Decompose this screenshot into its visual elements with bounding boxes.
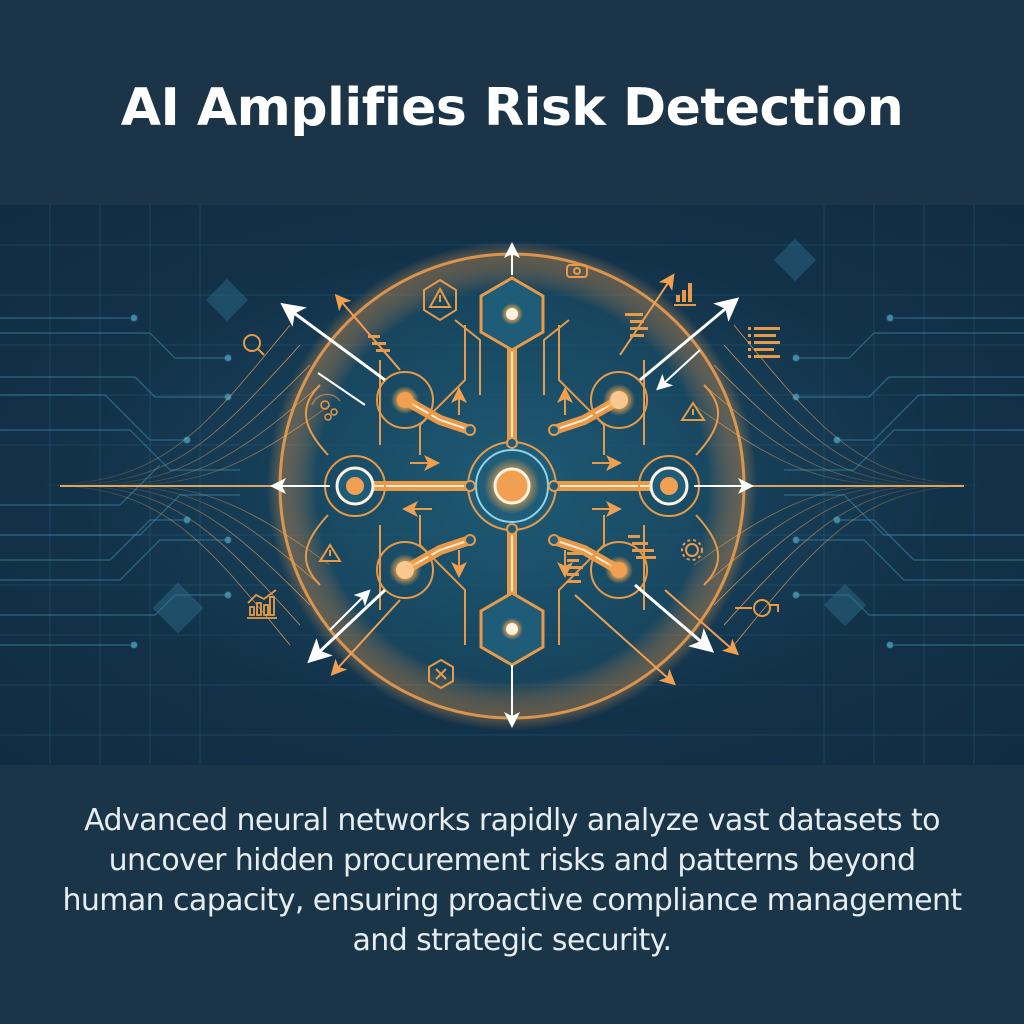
text-lines-icon (368, 313, 656, 583)
molecule-network-icon (311, 393, 341, 421)
neural-network-illustration (0, 205, 1024, 765)
magnifier-search-icon (243, 334, 265, 356)
document-list-icon (748, 327, 780, 358)
key-icon (735, 599, 779, 617)
trend-chart-icon (247, 589, 277, 619)
page-title: AI Amplifies Risk Detection (120, 77, 904, 138)
bar-chart-icon (674, 283, 696, 306)
circuit-traces-right (784, 314, 1024, 649)
warning-triangle-icon (423, 278, 457, 322)
warning-triangle-icon (680, 401, 706, 421)
shield-hexagon-icon (428, 658, 454, 690)
header: AI Amplifies Risk Detection (0, 0, 1024, 205)
camera-icon (566, 264, 588, 278)
footer: Advanced neural networks rapidly analyze… (0, 765, 1024, 1024)
data-flow-arrows (270, 242, 754, 728)
warning-triangle-icon (318, 543, 342, 562)
satellite-nodes (324, 276, 700, 667)
central-core-node (464, 424, 560, 546)
gear-icon (681, 539, 703, 561)
description-text: Advanced neural networks rapidly analyze… (62, 803, 962, 958)
circuit-traces-left (0, 314, 240, 649)
